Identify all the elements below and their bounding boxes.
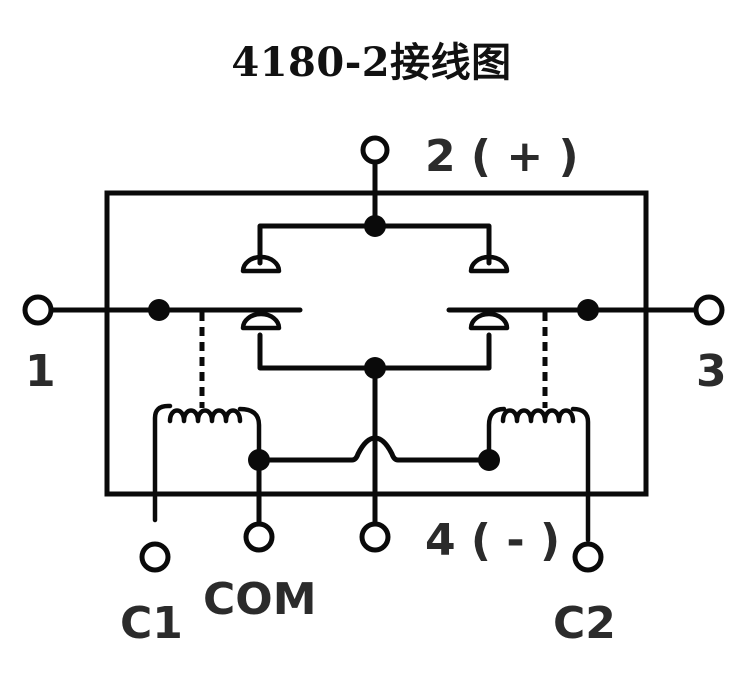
- coil-right: [486, 406, 591, 543]
- terminal-2: [360, 135, 390, 165]
- junction-dot: [248, 449, 270, 471]
- terminal-c1: [139, 541, 171, 573]
- diagram-title: 4180-2接线图: [231, 39, 512, 86]
- terminal-4-label: 4 ( - ): [425, 515, 560, 566]
- terminal-1-label: 1: [25, 346, 56, 397]
- terminal-4-circuit: [364, 357, 386, 526]
- terminal-c2: [572, 541, 604, 573]
- terminal-3: [693, 294, 725, 326]
- terminal-2-circuit: [257, 157, 492, 266]
- terminal-c1-label: C1: [120, 598, 183, 649]
- junction-dot: [577, 299, 599, 321]
- terminal-2-label: 2 ( + ): [425, 131, 579, 182]
- terminal-com: [243, 521, 275, 553]
- terminal-3-label: 3: [696, 346, 727, 397]
- terminal-3-circuit: [372, 299, 699, 371]
- contact-upper-left: [240, 254, 282, 274]
- junction-dot: [478, 449, 500, 471]
- terminal-1-circuit: [49, 299, 378, 371]
- junction-dot: [148, 299, 170, 321]
- terminal-c2-label: C2: [553, 598, 616, 649]
- com-circuit: [248, 435, 500, 526]
- terminal-com-label: COM: [203, 574, 316, 625]
- terminal-4: [359, 521, 391, 553]
- terminal-1: [22, 294, 54, 326]
- contact-upper-right: [468, 254, 510, 274]
- coil-left: [152, 403, 262, 523]
- junction-dot: [364, 215, 386, 237]
